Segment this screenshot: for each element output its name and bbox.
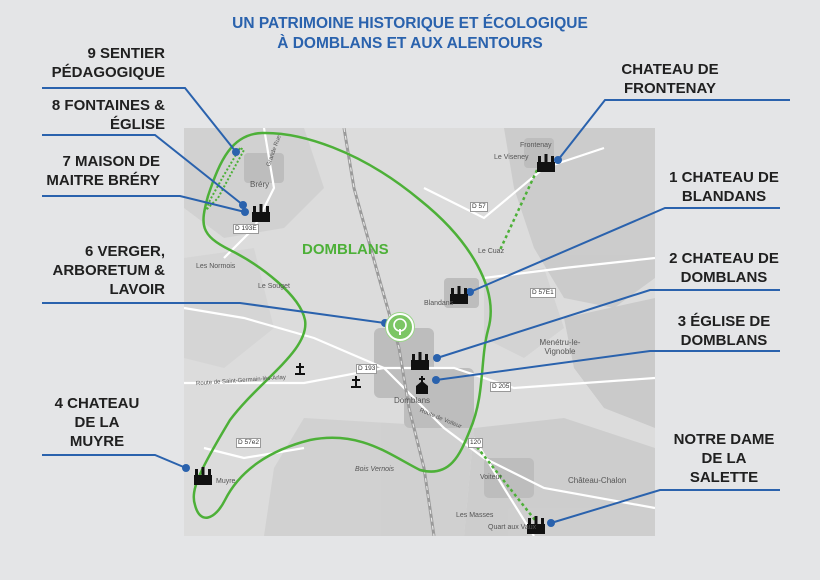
castle-icon	[527, 516, 545, 534]
castle-icon	[450, 286, 468, 304]
town-frontenay: Frontenay	[520, 142, 552, 149]
town-brery: Bréry	[250, 180, 270, 189]
castle-icon	[411, 352, 429, 370]
leader-8	[42, 134, 244, 206]
cross-icon	[351, 376, 361, 388]
salette-trail	[476, 446, 536, 521]
town-menetru: Menétru-le-Vignoble	[539, 338, 581, 356]
road-d57e1: D 57E1	[530, 288, 556, 298]
leader-3	[435, 350, 780, 381]
town-voiteur: Voiteur	[480, 474, 502, 481]
base-map-drawing	[184, 128, 655, 536]
leader-1	[469, 207, 780, 293]
town-le-cuaz: Le Cuaz	[478, 248, 505, 255]
leader-9	[42, 87, 237, 153]
base-map[interactable]	[184, 128, 655, 536]
road-d205: D 205	[490, 382, 512, 392]
leader-frontenay	[557, 99, 790, 161]
label-fontaines-eglise[interactable]: 8 FONTAINES &ÉGLISE	[51, 97, 165, 133]
sentier-trail	[205, 146, 246, 211]
dot-3	[432, 376, 440, 384]
town-les-normois: Les Normois	[196, 263, 236, 270]
dot-salette	[547, 519, 555, 527]
dot-2	[433, 354, 441, 362]
dot-4	[182, 464, 190, 472]
domblans-area-label: DOMBLANS	[302, 241, 389, 258]
leader-7	[42, 195, 246, 213]
road-d57e2: D 57e2	[236, 438, 261, 448]
town-chateau-chalon: Château-Chalon	[568, 476, 627, 485]
label-verger-arboretum-lavoir[interactable]: 6 VERGER,ARBORETUM &LAVOIR	[52, 243, 166, 298]
title-line-2: À DOMBLANS ET AUX ALENTOURS	[277, 35, 543, 52]
cross-icon	[295, 363, 305, 375]
castle-icon	[194, 467, 212, 485]
town-le-viseney: Le Viseney	[494, 154, 529, 161]
town-muyre: Muyre	[216, 478, 236, 485]
leader-2	[436, 289, 780, 359]
road-d193e: D 193E	[233, 224, 259, 234]
road-d57: D 57	[470, 202, 488, 212]
town-blandans: Blandans	[424, 300, 454, 307]
dot-9	[232, 148, 240, 156]
page-title: UN PATRIMOINE HISTORIQUE ET ÉCOLOGIQUE À…	[0, 14, 820, 54]
dot-7	[241, 208, 249, 216]
tree-icon[interactable]	[386, 313, 414, 341]
town-le-souget: Le Souget	[258, 283, 290, 290]
leader-salette	[550, 489, 780, 524]
castle-icon	[252, 204, 270, 222]
dot-frontenay	[554, 156, 562, 164]
road-d193: D 193	[356, 364, 378, 374]
town-domblans: Domblans	[394, 396, 431, 405]
frontenay-trail	[498, 169, 539, 251]
town-les-masses: Les Masses	[456, 512, 494, 519]
road-120: 120	[468, 438, 483, 448]
dot-8	[239, 201, 247, 209]
town-quart-aux-vaux: Quart aux Vaux	[488, 524, 537, 531]
domblans-route-loop	[192, 131, 492, 519]
leader-4	[42, 454, 187, 469]
leader-6	[42, 302, 386, 324]
castle-icon	[537, 154, 555, 172]
church-icon	[416, 376, 428, 394]
title-line-1: UN PATRIMOINE HISTORIQUE ET ÉCOLOGIQUE	[232, 15, 588, 32]
town-bois-vernois: Bois Vernois	[355, 466, 395, 473]
